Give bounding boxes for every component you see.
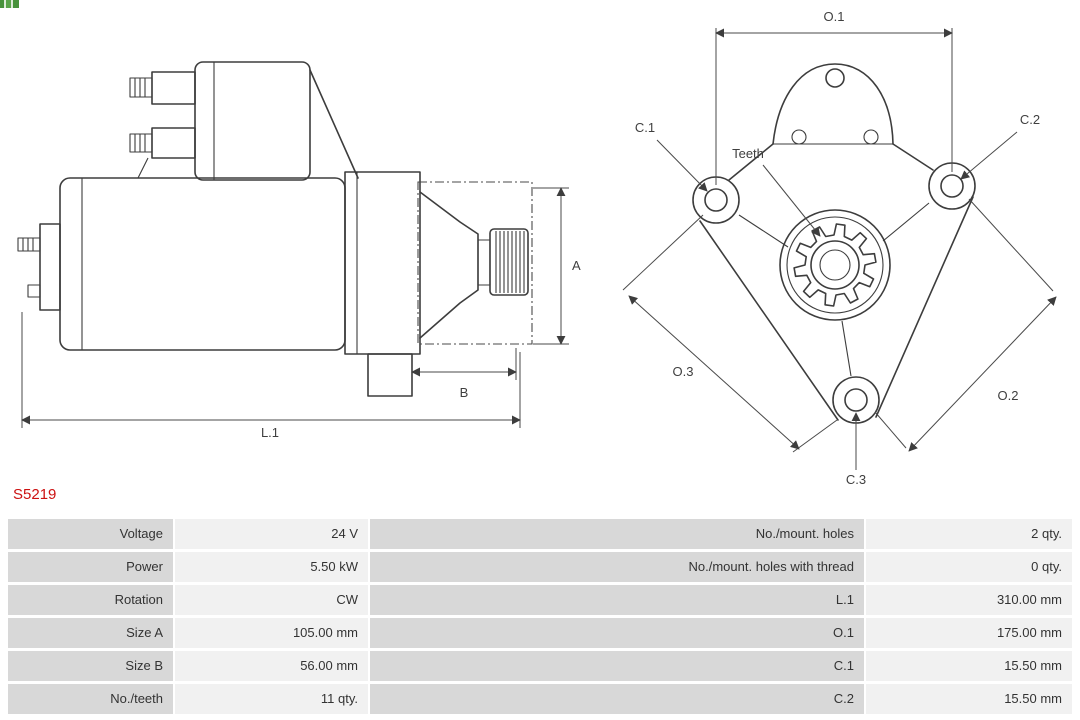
spec-value: 2 qty. <box>866 519 1072 549</box>
spec-label: Power <box>8 552 173 582</box>
dim-label-o3: O.3 <box>673 364 694 379</box>
spec-label: No./mount. holes with thread <box>370 552 864 582</box>
spec-value: 310.00 mm <box>866 585 1072 615</box>
spec-value: 0 qty. <box>866 552 1072 582</box>
dim-label-c2: C.2 <box>1020 112 1040 127</box>
spec-value: 56.00 mm <box>175 651 368 681</box>
leader-c3: C.3 <box>846 412 866 487</box>
top-arch <box>772 63 894 145</box>
mounting-foot <box>367 353 413 397</box>
logo-fragment <box>0 0 19 8</box>
spec-label: No./teeth <box>8 684 173 714</box>
dimension-l1: L.1 <box>21 312 521 440</box>
spec-value: 105.00 mm <box>175 618 368 648</box>
part-number: S5219 <box>13 486 57 503</box>
spec-label: O.1 <box>370 618 864 648</box>
teeth-label: Teeth <box>732 146 764 161</box>
solenoid <box>194 61 311 181</box>
spec-value: 15.50 mm <box>866 651 1072 681</box>
spec-value: 175.00 mm <box>866 618 1072 648</box>
dim-label-b: B <box>460 385 469 400</box>
starter-side-view: A B L.1 <box>17 61 581 440</box>
spec-value: 5.50 kW <box>175 552 368 582</box>
motor-body <box>59 177 346 351</box>
technical-drawing: A B L.1 <box>17 9 1057 487</box>
mounting-hole-c1 <box>704 188 728 212</box>
spec-label: Rotation <box>8 585 173 615</box>
dashed-measure-box <box>417 181 533 345</box>
spec-label: C.1 <box>370 651 864 681</box>
dim-label-l1: L.1 <box>261 425 279 440</box>
mounting-hole-c3 <box>844 388 868 412</box>
spec-value: 15.50 mm <box>866 684 1072 714</box>
spec-value: 11 qty. <box>175 684 368 714</box>
drive-end-flange <box>344 171 421 355</box>
pinion-gear <box>489 228 529 296</box>
specs-table: Voltage 24 V No./mount. holes 2 qty. Pow… <box>8 519 1072 714</box>
spline-gear <box>793 223 877 307</box>
dimension-b: B <box>411 348 517 400</box>
dim-label-a: A <box>572 258 581 273</box>
dimension-o1: O.1 <box>715 9 953 185</box>
leader-teeth: Teeth <box>732 146 821 237</box>
spec-label: L.1 <box>370 585 864 615</box>
leader-c2: C.2 <box>960 112 1040 180</box>
dimension-a: A <box>533 187 581 345</box>
spec-label: Size B <box>8 651 173 681</box>
leader-c1: C.1 <box>635 120 708 192</box>
dimension-o3: O.3 <box>622 214 838 453</box>
dim-label-o2: O.2 <box>998 388 1019 403</box>
dim-label-c1: C.1 <box>635 120 655 135</box>
spec-label: Voltage <box>8 519 173 549</box>
spec-value: CW <box>175 585 368 615</box>
spec-label: Size A <box>8 618 173 648</box>
dim-label-c3: C.3 <box>846 472 866 487</box>
mounting-hole-c2 <box>940 174 964 198</box>
center-boss <box>779 209 891 321</box>
starter-end-view: O.1 C.1 C.2 C.3 Teeth <box>622 9 1057 487</box>
dimension-o2: O.2 <box>874 198 1057 452</box>
spec-label: No./mount. holes <box>370 519 864 549</box>
spec-label: C.2 <box>370 684 864 714</box>
spec-value: 24 V <box>175 519 368 549</box>
terminal-stud <box>17 237 41 252</box>
dim-label-o1: O.1 <box>824 9 845 24</box>
